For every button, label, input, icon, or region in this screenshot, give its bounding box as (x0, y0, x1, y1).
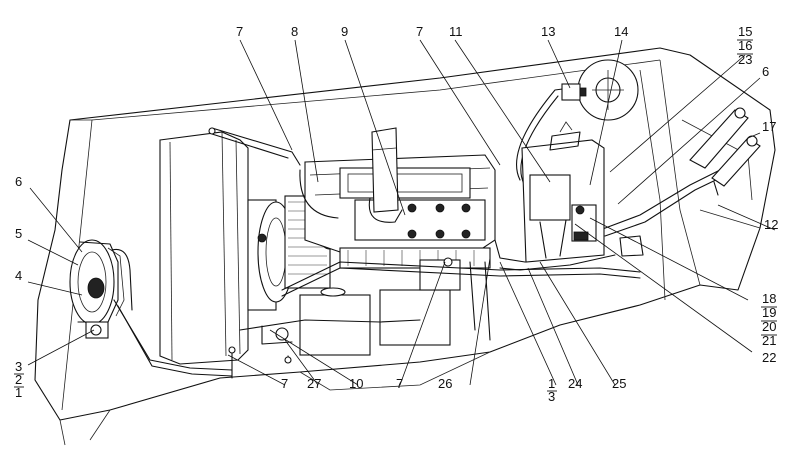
callout-15: 15 (738, 24, 752, 39)
callout-8: 8 (291, 24, 298, 39)
callout-9: 9 (341, 24, 348, 39)
leader-lines (27, 39, 776, 386)
callout-18: 18 (762, 291, 776, 306)
left-pump-assembly (69, 239, 233, 377)
callout-27: 27 (307, 376, 321, 391)
exhaust-stack (371, 127, 399, 213)
callout-1-left: 1 (15, 385, 22, 400)
pipe-runs (208, 87, 725, 297)
callout-7-bottom-center: 7 (396, 376, 403, 391)
sensor-13 (561, 83, 587, 101)
callout-23: 23 (738, 52, 752, 67)
callout-7-bottom-left: 7 (281, 376, 288, 391)
callout-7-top-center: 7 (416, 24, 423, 39)
callout-13: 13 (541, 24, 555, 39)
callout-19: 19 (762, 305, 776, 320)
callout-20: 20 (762, 319, 776, 334)
callout-21: 21 (762, 333, 776, 348)
callout-17: 17 (762, 119, 776, 134)
callout-12: 12 (764, 217, 778, 232)
callout-14: 14 (614, 24, 628, 39)
callout-7-top-left: 7 (236, 24, 243, 39)
callout-5: 5 (15, 226, 22, 241)
filler-cap (577, 59, 639, 121)
battery-box (521, 121, 605, 263)
callout-24: 24 (568, 376, 582, 391)
lower-engine (228, 257, 491, 379)
callout-11: 11 (449, 24, 463, 39)
callout-3-left: 3 (15, 359, 22, 374)
right-injectors (619, 107, 761, 257)
callout-10: 10 (349, 376, 363, 391)
engine-block (304, 154, 496, 269)
callout-4: 4 (15, 268, 22, 283)
callout-2: 2 (15, 372, 22, 387)
callout-6-right: 6 (762, 64, 769, 79)
callout-22: 22 (762, 350, 776, 365)
callout-labels: 7 8 9 7 11 13 14 15 16 23 6 17 12 18 19 … (14, 24, 778, 404)
radiator (159, 131, 249, 365)
callout-6-left: 6 (15, 174, 22, 189)
callout-3-bottom: 3 (548, 389, 555, 404)
callout-26: 26 (438, 376, 452, 391)
callout-25: 25 (612, 376, 626, 391)
callout-1-bottom: 1 (548, 376, 555, 391)
callout-16: 16 (738, 38, 752, 53)
